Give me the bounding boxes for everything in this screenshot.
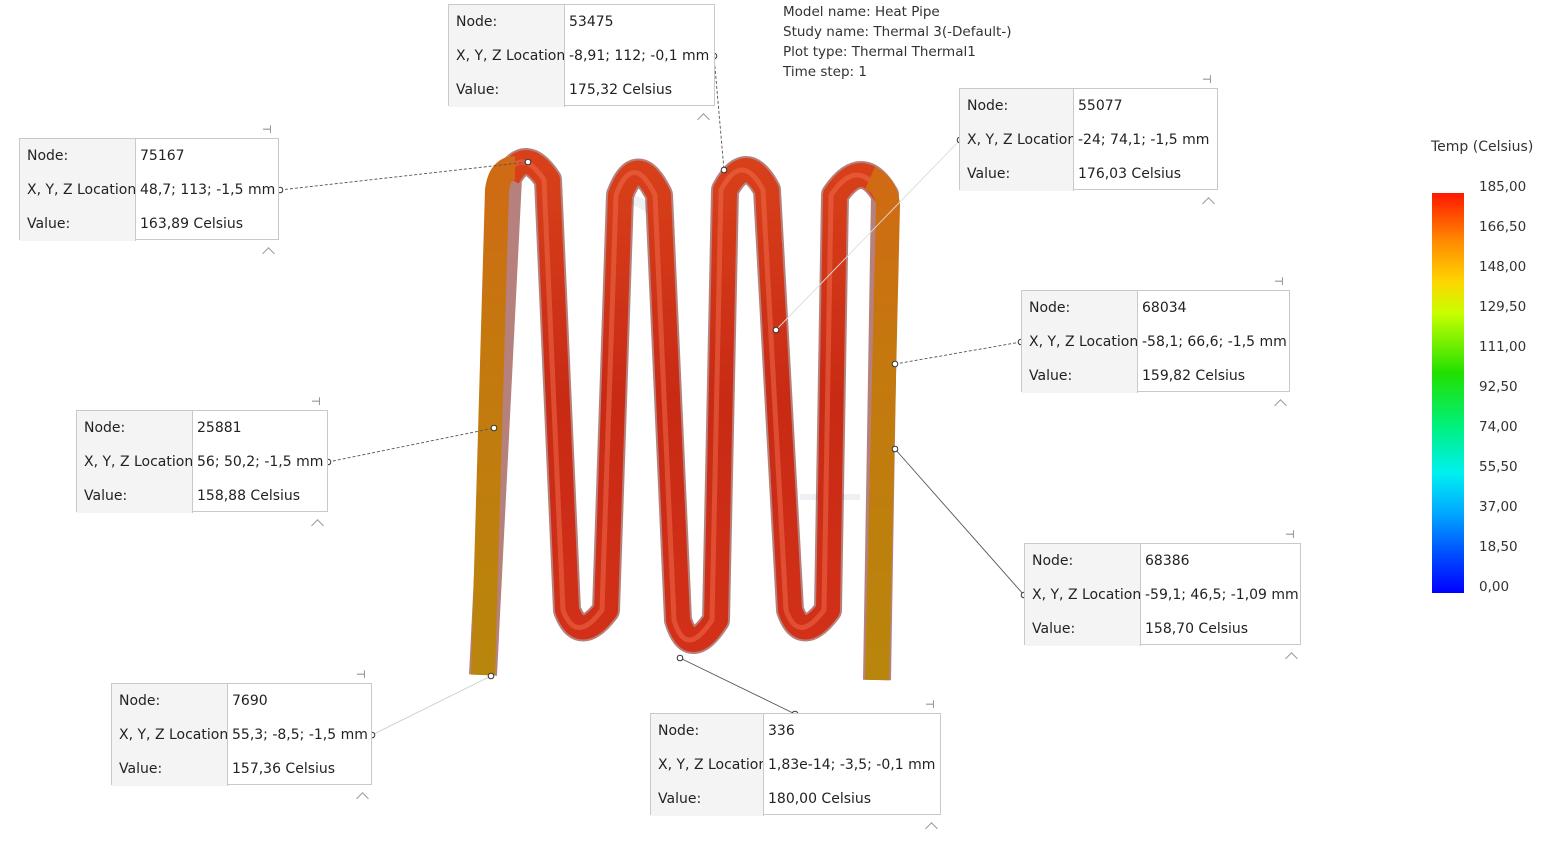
- plot-type: Plot type: Thermal Thermal1: [783, 44, 976, 60]
- location-label: X, Y, Z Location:: [651, 748, 764, 782]
- temperature-value: 175,32 Celsius: [569, 82, 673, 98]
- legend-tick: 74,00: [1479, 419, 1518, 435]
- value-label: Value:: [1022, 359, 1138, 393]
- location-value: -8,91; 112; -0,1 mm: [569, 48, 710, 64]
- temperature-color-bar: [1432, 193, 1464, 593]
- probe-box[interactable]: Node:75167 X, Y, Z Location:48,7; 113; -…: [19, 138, 279, 241]
- node-value: 68034: [1142, 300, 1187, 316]
- probe-box[interactable]: Node:25881 X, Y, Z Location:56; 50,2; -1…: [76, 410, 328, 513]
- node-label: Node:: [449, 5, 565, 39]
- location-value: 56; 50,2; -1,5 mm: [197, 454, 324, 470]
- temperature-value: 159,82 Celsius: [1142, 368, 1246, 384]
- temperature-value: 158,70 Celsius: [1145, 621, 1249, 637]
- study-info: Model name: Heat Pipe Study name: Therma…: [783, 2, 1011, 82]
- value-label: Value:: [112, 752, 228, 786]
- legend-tick: 185,00: [1479, 179, 1527, 195]
- pushpin-icon[interactable]: ⊣: [925, 698, 935, 711]
- value-label: Value:: [1025, 612, 1141, 646]
- node-label: Node:: [1025, 544, 1141, 578]
- location-label: X, Y, Z Location:: [1022, 325, 1138, 359]
- location-value: 48,7; 113; -1,5 mm: [140, 182, 276, 198]
- temperature-value: 180,00 Celsius: [768, 791, 872, 807]
- pipe-leg-right: [864, 167, 901, 681]
- temperature-value: 176,03 Celsius: [1078, 166, 1182, 182]
- model-name: Model name: Heat Pipe: [783, 4, 940, 20]
- probe-box[interactable]: Node:53475 X, Y, Z Location:-8,91; 112; …: [448, 4, 715, 107]
- pushpin-icon[interactable]: ⊣: [262, 123, 272, 136]
- pipe-leg-left: [471, 156, 517, 676]
- time-step: Time step: 1: [783, 64, 867, 80]
- temperature-value: 158,88 Celsius: [197, 488, 301, 504]
- location-label: X, Y, Z Location:: [449, 39, 565, 73]
- node-label: Node:: [20, 139, 136, 173]
- node-value: 336: [768, 723, 795, 739]
- probe-leaders: [279, 55, 1025, 736]
- temperature-value: 157,36 Celsius: [232, 761, 336, 777]
- location-label: X, Y, Z Location:: [77, 445, 193, 479]
- value-label: Value:: [449, 73, 565, 107]
- location-label: X, Y, Z Location:: [20, 173, 136, 207]
- location-label: X, Y, Z Location:: [960, 123, 1074, 157]
- probe-box[interactable]: Node:7690 X, Y, Z Location:55,3; -8,5; -…: [111, 683, 372, 786]
- probe-box[interactable]: Node:68034 X, Y, Z Location:-58,1; 66,6;…: [1021, 290, 1290, 393]
- legend-tick: 129,50: [1479, 299, 1527, 315]
- node-value: 75167: [140, 148, 185, 164]
- value-label: Value:: [20, 207, 136, 241]
- location-label: X, Y, Z Location:: [112, 718, 228, 752]
- location-value: -24; 74,1; -1,5 mm: [1078, 132, 1210, 148]
- pushpin-icon[interactable]: ⊣: [1285, 528, 1295, 541]
- location-label: X, Y, Z Location:: [1025, 578, 1141, 612]
- probe-box[interactable]: Node:336 X, Y, Z Location:1,83e-14; -3,5…: [650, 713, 941, 816]
- location-value: -58,1; 66,6; -1,5 mm: [1142, 334, 1287, 350]
- legend-tick: 111,00: [1479, 339, 1527, 355]
- temperature-value: 163,89 Celsius: [140, 216, 244, 232]
- legend-title: Temp (Celsius): [1431, 139, 1534, 155]
- value-label: Value:: [651, 782, 764, 816]
- legend-tick: 148,00: [1479, 259, 1527, 275]
- node-label: Node:: [77, 411, 193, 445]
- node-value: 7690: [232, 693, 268, 709]
- node-value: 25881: [197, 420, 242, 436]
- node-value: 53475: [569, 14, 614, 30]
- node-label: Node:: [112, 684, 228, 718]
- probe-anchors: [276, 52, 1028, 739]
- pushpin-icon[interactable]: ⊣: [1274, 275, 1284, 288]
- node-label: Node:: [651, 714, 764, 748]
- probe-box[interactable]: Node:55077 X, Y, Z Location:-24; 74,1; -…: [959, 88, 1218, 191]
- legend-tick: 92,50: [1479, 379, 1518, 395]
- pushpin-icon[interactable]: ⊣: [356, 668, 366, 681]
- value-label: Value:: [960, 157, 1074, 191]
- node-label: Node:: [960, 89, 1074, 123]
- pushpin-icon[interactable]: ⊣: [311, 395, 321, 408]
- legend-tick: 37,00: [1479, 499, 1518, 515]
- location-value: -59,1; 46,5; -1,09 mm: [1145, 587, 1299, 603]
- legend-tick: 55,50: [1479, 459, 1518, 475]
- legend-tick: 18,50: [1479, 539, 1518, 555]
- location-value: 1,83e-14; -3,5; -0,1 mm: [768, 757, 936, 773]
- legend-tick: 0,00: [1479, 579, 1510, 595]
- probe-box[interactable]: Node:68386 X, Y, Z Location:-59,1; 46,5;…: [1024, 543, 1301, 646]
- node-value: 55077: [1078, 98, 1123, 114]
- node-value: 68386: [1145, 553, 1190, 569]
- legend-tick: 166,50: [1479, 219, 1527, 235]
- node-label: Node:: [1022, 291, 1138, 325]
- value-label: Value:: [77, 479, 193, 513]
- location-value: 55,3; -8,5; -1,5 mm: [232, 727, 368, 743]
- pushpin-icon[interactable]: ⊣: [1202, 73, 1212, 86]
- study-name: Study name: Thermal 3(-Default-): [783, 24, 1012, 40]
